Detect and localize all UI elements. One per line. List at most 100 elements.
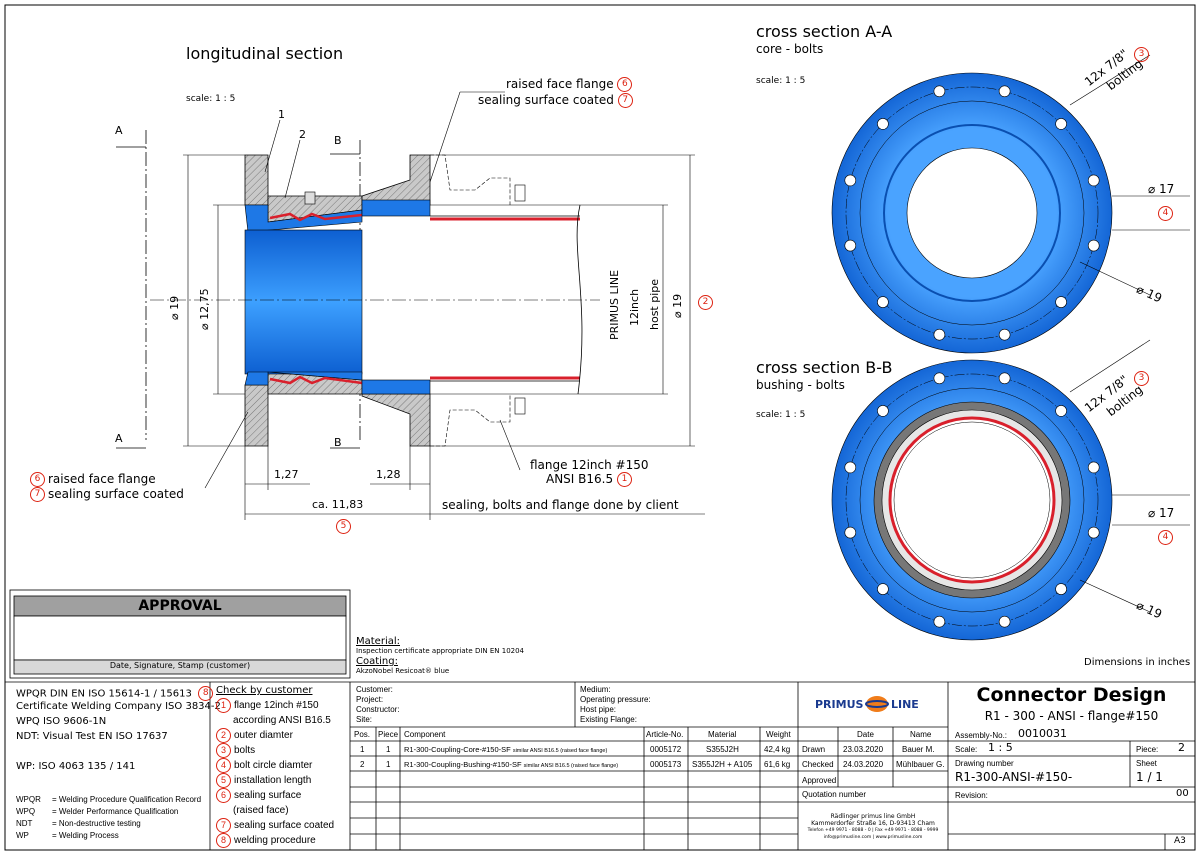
host-pipe-line1: PRIMUS LINE bbox=[608, 269, 621, 340]
material-label: Material: bbox=[356, 636, 400, 647]
host-pipe-line3: host pipe bbox=[648, 278, 661, 330]
revision-label: Revision: bbox=[955, 791, 988, 800]
bolt-hole bbox=[1055, 405, 1067, 417]
drawing-subtitle: R1 - 300 - ANSI - flange#150 bbox=[984, 709, 1159, 723]
customer-label: Customer: bbox=[356, 685, 393, 694]
dim-d19-left: ⌀ 19 bbox=[168, 295, 181, 320]
ndt-line: NDT: Visual Test EN ISO 17637 bbox=[16, 731, 168, 742]
bolt-hole bbox=[844, 461, 857, 474]
longitudinal-section bbox=[116, 91, 705, 520]
section-aa-subtitle: core - bolts bbox=[756, 42, 824, 56]
drawing-number-label: Drawing number bbox=[955, 759, 1014, 768]
approval-title: APPROVAL bbox=[138, 598, 222, 614]
bolt-hole bbox=[877, 296, 889, 308]
bolt-hole bbox=[1055, 583, 1067, 595]
piece-value: 2 bbox=[1178, 741, 1185, 754]
checked-label: Checked bbox=[802, 760, 834, 769]
abbreviation-item: WP= Welding Process bbox=[16, 831, 119, 840]
host-pipe-line2: 12inch bbox=[628, 288, 641, 326]
sealing-note-top: sealing surface coated 7 bbox=[478, 93, 636, 108]
drawn-date: 23.03.2020 bbox=[843, 745, 884, 754]
drawn-label: Drawn bbox=[802, 745, 826, 754]
company-address: Rädlinger primus line GmbH Kammerdorfer … bbox=[807, 813, 939, 840]
raised-face-note-top: raised face flange 6 bbox=[506, 77, 635, 92]
section-aa-marker-4: 4 bbox=[1158, 203, 1176, 222]
name-header: Name bbox=[910, 730, 932, 739]
section-bb-marker-4: 4 bbox=[1158, 527, 1176, 546]
abbreviation-item: WPQR= Welding Procedure Qualification Re… bbox=[16, 795, 202, 804]
row1-pos: 1 bbox=[360, 745, 365, 754]
abbreviation-item: WPQ= Welder Performance Qualification bbox=[16, 807, 179, 816]
bolt-hole bbox=[933, 615, 946, 628]
piece-label: Piece: bbox=[1136, 745, 1159, 754]
bolt-hole bbox=[998, 85, 1011, 98]
abbreviation-item: NDT= Non-destructive testing bbox=[16, 819, 141, 828]
bolt-hole bbox=[998, 615, 1011, 628]
bolt-hole bbox=[1087, 174, 1100, 187]
date-header: Date bbox=[857, 730, 874, 739]
section-a-bottom: A bbox=[115, 432, 123, 445]
section-aa-title: cross section A-A bbox=[756, 22, 893, 41]
logo-primus: PRIMUS bbox=[815, 698, 864, 711]
drawing-title: Connector Design bbox=[976, 684, 1167, 706]
col-component: Component bbox=[404, 730, 446, 739]
dim-128: 1,28 bbox=[376, 468, 401, 481]
section-aa-marker-3: 3 bbox=[1134, 44, 1152, 63]
scale-label: Scale: bbox=[955, 745, 978, 754]
part-1-label: 1 bbox=[278, 108, 285, 121]
col-piece: Piece bbox=[378, 730, 399, 739]
dim-1183: ca. 11,83 bbox=[312, 498, 364, 511]
sheet-value: 1 / 1 bbox=[1136, 770, 1163, 784]
format-label: A3 bbox=[1174, 836, 1186, 846]
section-bb-d17: ⌀ 17 bbox=[1148, 506, 1175, 520]
revision-value: 00 bbox=[1176, 788, 1189, 799]
section-bb-scale: scale: 1 : 5 bbox=[756, 410, 806, 420]
longitudinal-title: longitudinal section bbox=[186, 44, 344, 63]
check-item-detail: according ANSI B16.5 bbox=[233, 715, 331, 726]
dim-127: 1,27 bbox=[274, 468, 299, 481]
bolt-hole bbox=[1087, 239, 1100, 252]
coating-text: AkzoNobel Resicoat® blue bbox=[356, 667, 450, 675]
dim-d19-right: ⌀ 19 bbox=[671, 293, 684, 318]
bolt-hole bbox=[1055, 118, 1067, 130]
flange-note-2: ANSI B16.5 1 bbox=[546, 472, 635, 487]
col-pos: Pos. bbox=[354, 730, 371, 739]
dim-d1275: ⌀ 12,75 bbox=[198, 288, 211, 330]
assembly-number: 0010031 bbox=[1018, 727, 1067, 740]
bolt-hole bbox=[998, 328, 1011, 341]
longitudinal-scale: scale: 1 : 5 bbox=[186, 94, 236, 104]
bolt-hole bbox=[877, 583, 889, 595]
section-aa-d17: ⌀ 17 bbox=[1148, 182, 1175, 196]
row1-weight: 42,4 kg bbox=[764, 745, 791, 754]
bolt-hole bbox=[1087, 526, 1100, 539]
material-text: Inspection certificate appropriate DIN E… bbox=[356, 647, 525, 655]
check-item-detail: (raised face) bbox=[233, 805, 289, 816]
bolt-hole bbox=[933, 328, 946, 341]
drawing-number: R1-300-ANSI-#150- bbox=[955, 770, 1073, 784]
row1-component: R1-300-Coupling-Core-#150-SF similar ANS… bbox=[404, 745, 608, 754]
check-title: Check by customer bbox=[216, 685, 313, 696]
existing-flange-label: Existing Flange: bbox=[580, 715, 637, 724]
title-block-grid bbox=[5, 589, 1195, 850]
row1-piece: 1 bbox=[386, 745, 391, 754]
coating-label: Coating: bbox=[356, 656, 398, 667]
bolt-hole bbox=[998, 372, 1011, 385]
part-2-label: 2 bbox=[299, 128, 306, 141]
section-bb-subtitle: bushing - bolts bbox=[756, 378, 845, 392]
row2-article: 0005173 bbox=[650, 760, 682, 769]
sheet-frame bbox=[4, 4, 1196, 851]
project-label: Project: bbox=[356, 695, 384, 704]
row1-material: S355J2H bbox=[706, 745, 739, 754]
flange-note-1: flange 12inch #150 bbox=[530, 458, 649, 472]
bolt-hole bbox=[877, 405, 889, 417]
row2-weight: 61,6 kg bbox=[764, 760, 791, 769]
section-bb-title: cross section B-B bbox=[756, 358, 893, 377]
